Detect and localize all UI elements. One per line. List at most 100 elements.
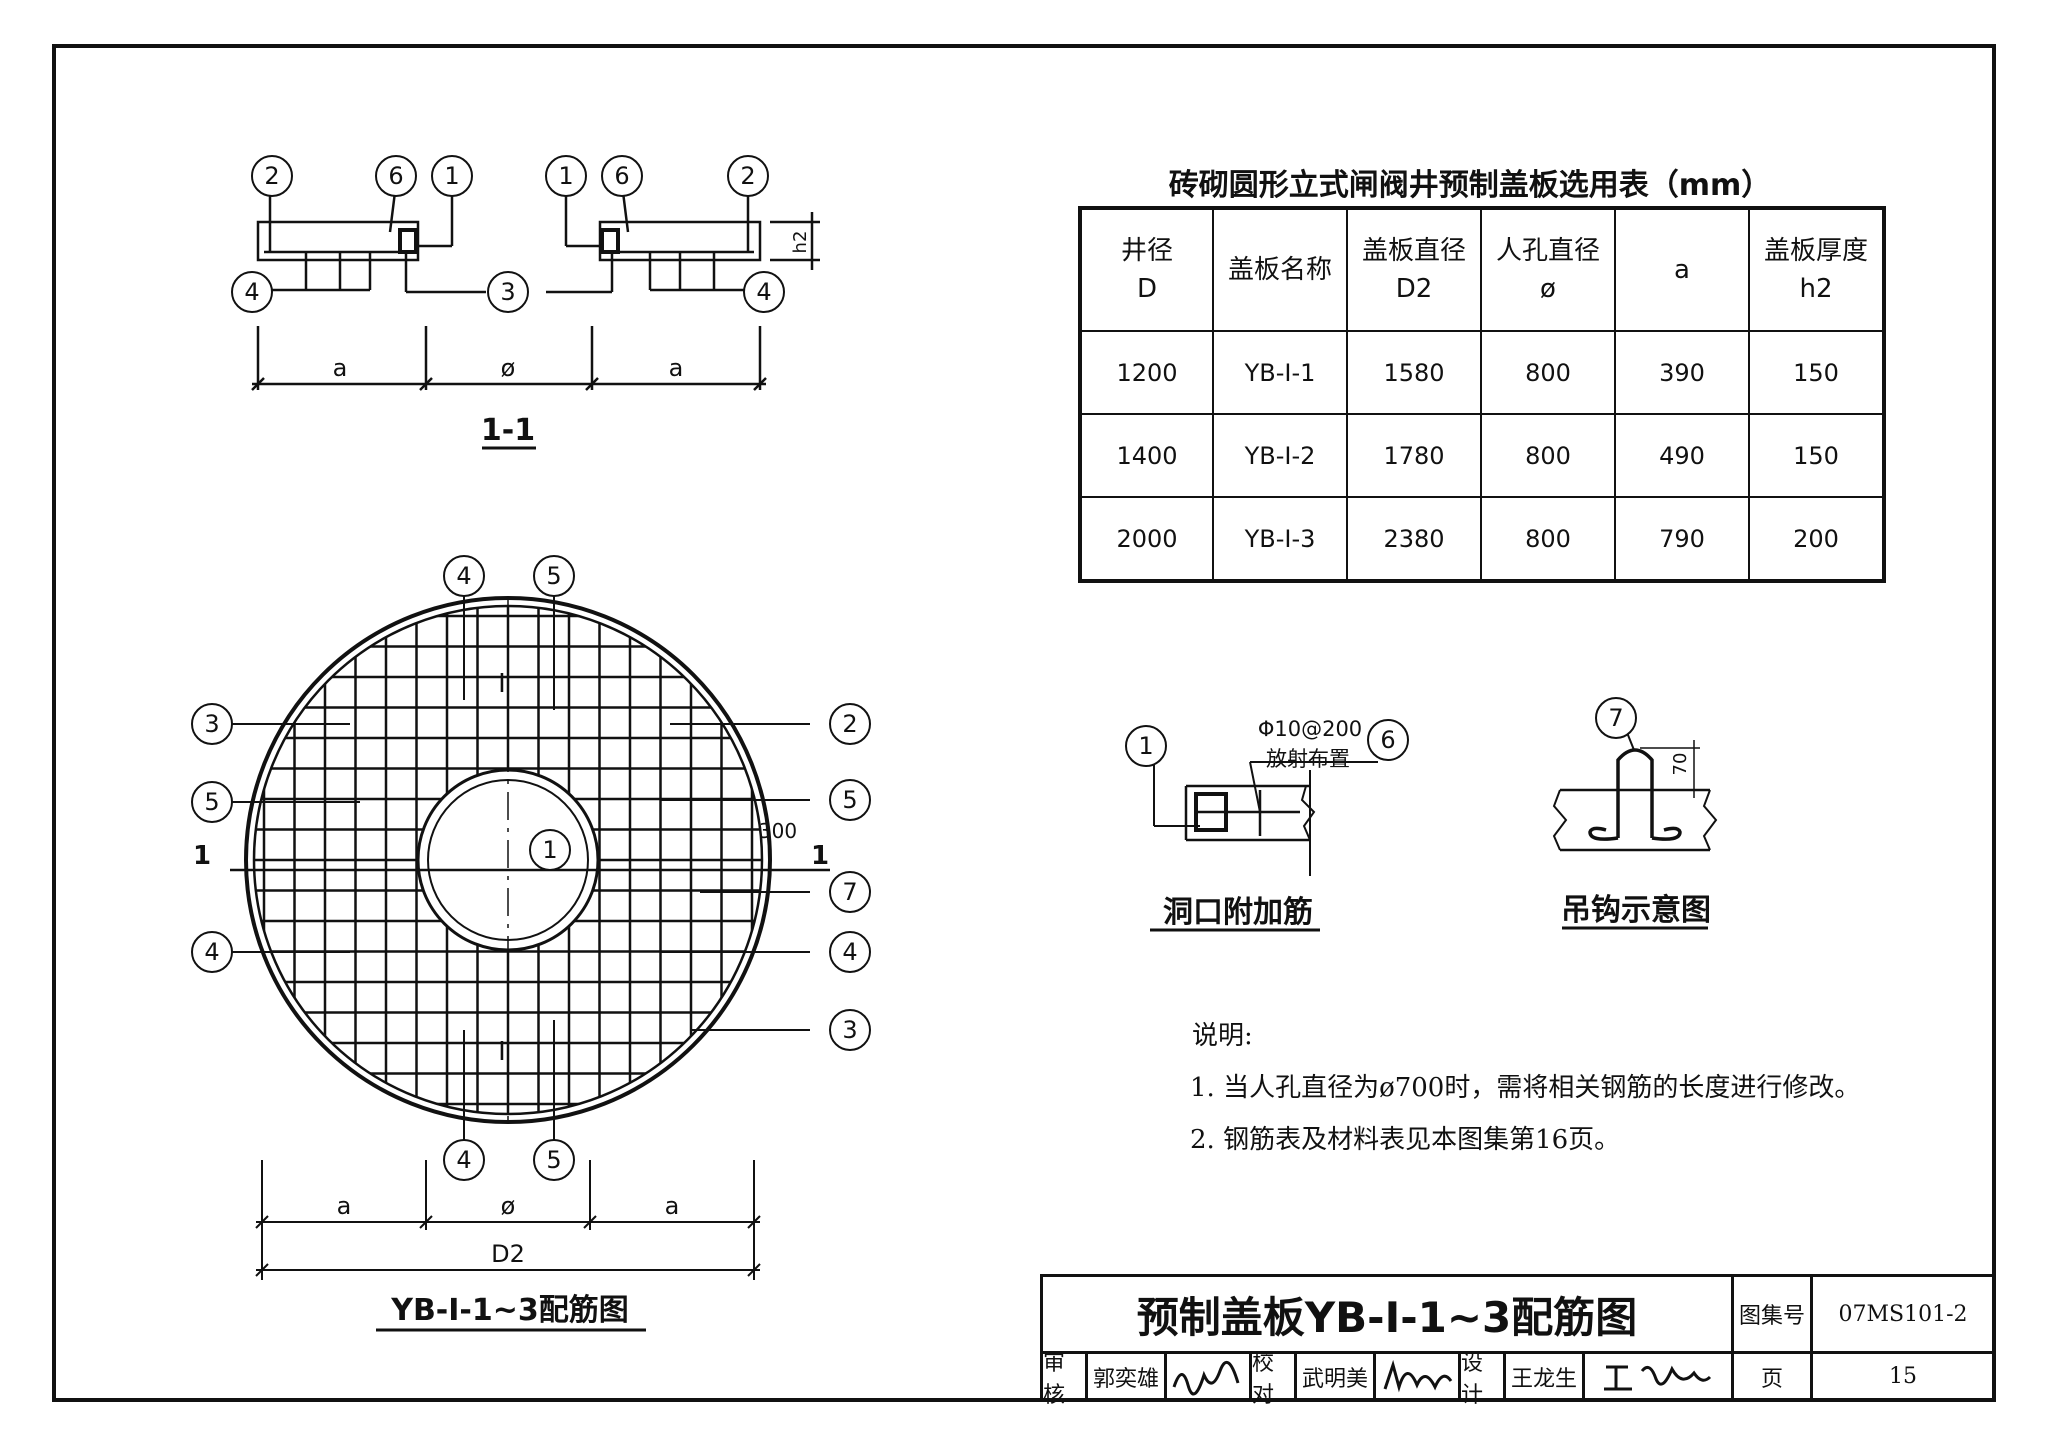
- table-cell: 2000: [1079, 496, 1214, 582]
- callout-6-left: [375, 155, 417, 197]
- table-cell: 2380: [1346, 496, 1482, 582]
- callout-text: 7: [842, 878, 857, 906]
- callout-text: 4: [456, 1146, 471, 1174]
- dim-d2: D2: [491, 1240, 525, 1268]
- rebar-layout: 放射布置: [1266, 747, 1350, 771]
- callout-2-left: [251, 155, 293, 197]
- table-cell: YB-Ⅰ-3: [1212, 496, 1348, 582]
- reviewer-signature: [1164, 1351, 1252, 1402]
- checker-signature: [1373, 1351, 1461, 1402]
- callout-text: 7: [1608, 704, 1623, 732]
- notes-block: 说明: 1. 当人孔直径为ø700时，需将相关钢筋的长度进行修改。 2. 钢筋表…: [1190, 1010, 1860, 1166]
- note-item: 2. 钢筋表及材料表见本图集第16页。: [1190, 1125, 1621, 1155]
- callout-1-right: [545, 155, 587, 197]
- table-cell: 790: [1614, 496, 1750, 582]
- callout-text: 1: [1138, 732, 1153, 760]
- check-label: 校对: [1249, 1351, 1297, 1408]
- header-cell: 盖板名称: [1212, 207, 1348, 332]
- callout-5-left: [191, 781, 233, 823]
- roman-top: I: [498, 669, 506, 699]
- table-cell: 1580: [1346, 330, 1482, 415]
- dim-a-right: a: [669, 354, 684, 382]
- table-cell: 800: [1480, 330, 1616, 415]
- page-label: 页: [1731, 1351, 1813, 1402]
- callout-text: 6: [1380, 726, 1395, 754]
- table-cell: 150: [1748, 413, 1885, 498]
- roman-bottom: I: [498, 1037, 506, 1067]
- rebar-spec: Φ10@200: [1258, 717, 1362, 741]
- callout-text: 3: [842, 1016, 857, 1044]
- lifting-hook-detail: 7 70 吊钩示意图: [1552, 697, 1718, 930]
- table-title: 砖砌圆形立式闸阀井预制盖板选用表（mm）: [1168, 168, 1772, 203]
- table-cell: YB-Ⅰ-2: [1212, 413, 1348, 498]
- callout-text: 1: [558, 162, 573, 190]
- table-cell: YB-Ⅰ-1: [1212, 330, 1348, 415]
- opening-rebar-detail: 1 6 Φ10@200 放射布置 洞口附加筋: [1125, 717, 1409, 932]
- header-cell: a: [1614, 207, 1750, 332]
- callout-3-right: [829, 1009, 871, 1051]
- callout-text: 3: [204, 710, 219, 738]
- callout-text: 5: [546, 562, 561, 590]
- table-row: 1400 YB-Ⅰ-2 1780 800 490 150: [1079, 413, 1885, 498]
- callout-text: 5: [842, 786, 857, 814]
- callout-text: 6: [388, 162, 403, 190]
- callout-5-right: [829, 779, 871, 821]
- callout-4-right: [743, 271, 785, 313]
- spacing-300: 300: [759, 819, 797, 843]
- dim-a-left: a: [337, 1192, 352, 1220]
- design-label: 设计: [1458, 1351, 1506, 1408]
- slab-outer-edge: [244, 596, 772, 1124]
- dim-phi: ø: [501, 354, 516, 382]
- drawing-frame: [52, 44, 1996, 1402]
- slab-left: [256, 220, 420, 262]
- callout-3-left: [191, 703, 233, 745]
- atlas-number: 07MS101-2: [1810, 1274, 1996, 1354]
- reviewer-name: 郭奕雄: [1085, 1351, 1167, 1402]
- title-block: 预制盖板YB-Ⅰ-1~3配筋图 图集号 07MS101-2 审核 郭奕雄 校对 …: [1040, 1274, 1996, 1408]
- callout-3: [487, 271, 529, 313]
- notes-heading: 说明:: [1192, 1021, 1253, 1051]
- review-label: 审核: [1040, 1351, 1088, 1408]
- callout-text: 3: [500, 278, 515, 306]
- table-cell: 490: [1614, 413, 1750, 498]
- table-cell: 150: [1748, 330, 1885, 415]
- callout-text: 4: [842, 938, 857, 966]
- callout-text: 4: [756, 278, 771, 306]
- dim-h2: h2: [790, 231, 811, 254]
- callout-5-top: [533, 555, 575, 597]
- callout-6-right: [601, 155, 643, 197]
- atlas-label: 图集号: [1731, 1274, 1813, 1354]
- callout-4-bottom: [443, 1139, 485, 1181]
- table-cell: 1400: [1079, 413, 1214, 498]
- section-title: 1-1: [481, 413, 535, 448]
- checker-name: 武明美: [1294, 1351, 1376, 1402]
- callout-2-right: [727, 155, 769, 197]
- callout-text: 6: [614, 162, 629, 190]
- callout-1-center: [529, 829, 571, 871]
- table-cell: 1780: [1346, 413, 1482, 498]
- callout-text: 5: [546, 1146, 561, 1174]
- dim-a-left: a: [333, 354, 348, 382]
- callout-4-left: [231, 271, 273, 313]
- dim-phi: ø: [501, 1192, 516, 1220]
- callout-6: [1367, 719, 1409, 761]
- callout-1: [1125, 725, 1167, 767]
- table-cell: 390: [1614, 330, 1750, 415]
- dim-a-right: a: [665, 1192, 680, 1220]
- callout-text: 4: [456, 562, 471, 590]
- callout-text: 5: [204, 788, 219, 816]
- callout-2-right: [829, 703, 871, 745]
- table-cell: 800: [1480, 413, 1616, 498]
- designer-name: 王龙生: [1503, 1351, 1585, 1402]
- table-row: 1200 YB-Ⅰ-1 1580 800 390 150: [1079, 330, 1885, 415]
- callout-text: 2: [842, 710, 857, 738]
- drawing-title: 预制盖板YB-Ⅰ-1~3配筋图: [1040, 1274, 1734, 1354]
- callout-text: 2: [740, 162, 755, 190]
- designer-signature: [1582, 1351, 1734, 1402]
- table-row: 2000 YB-Ⅰ-3 2380 800 790 200: [1079, 496, 1885, 582]
